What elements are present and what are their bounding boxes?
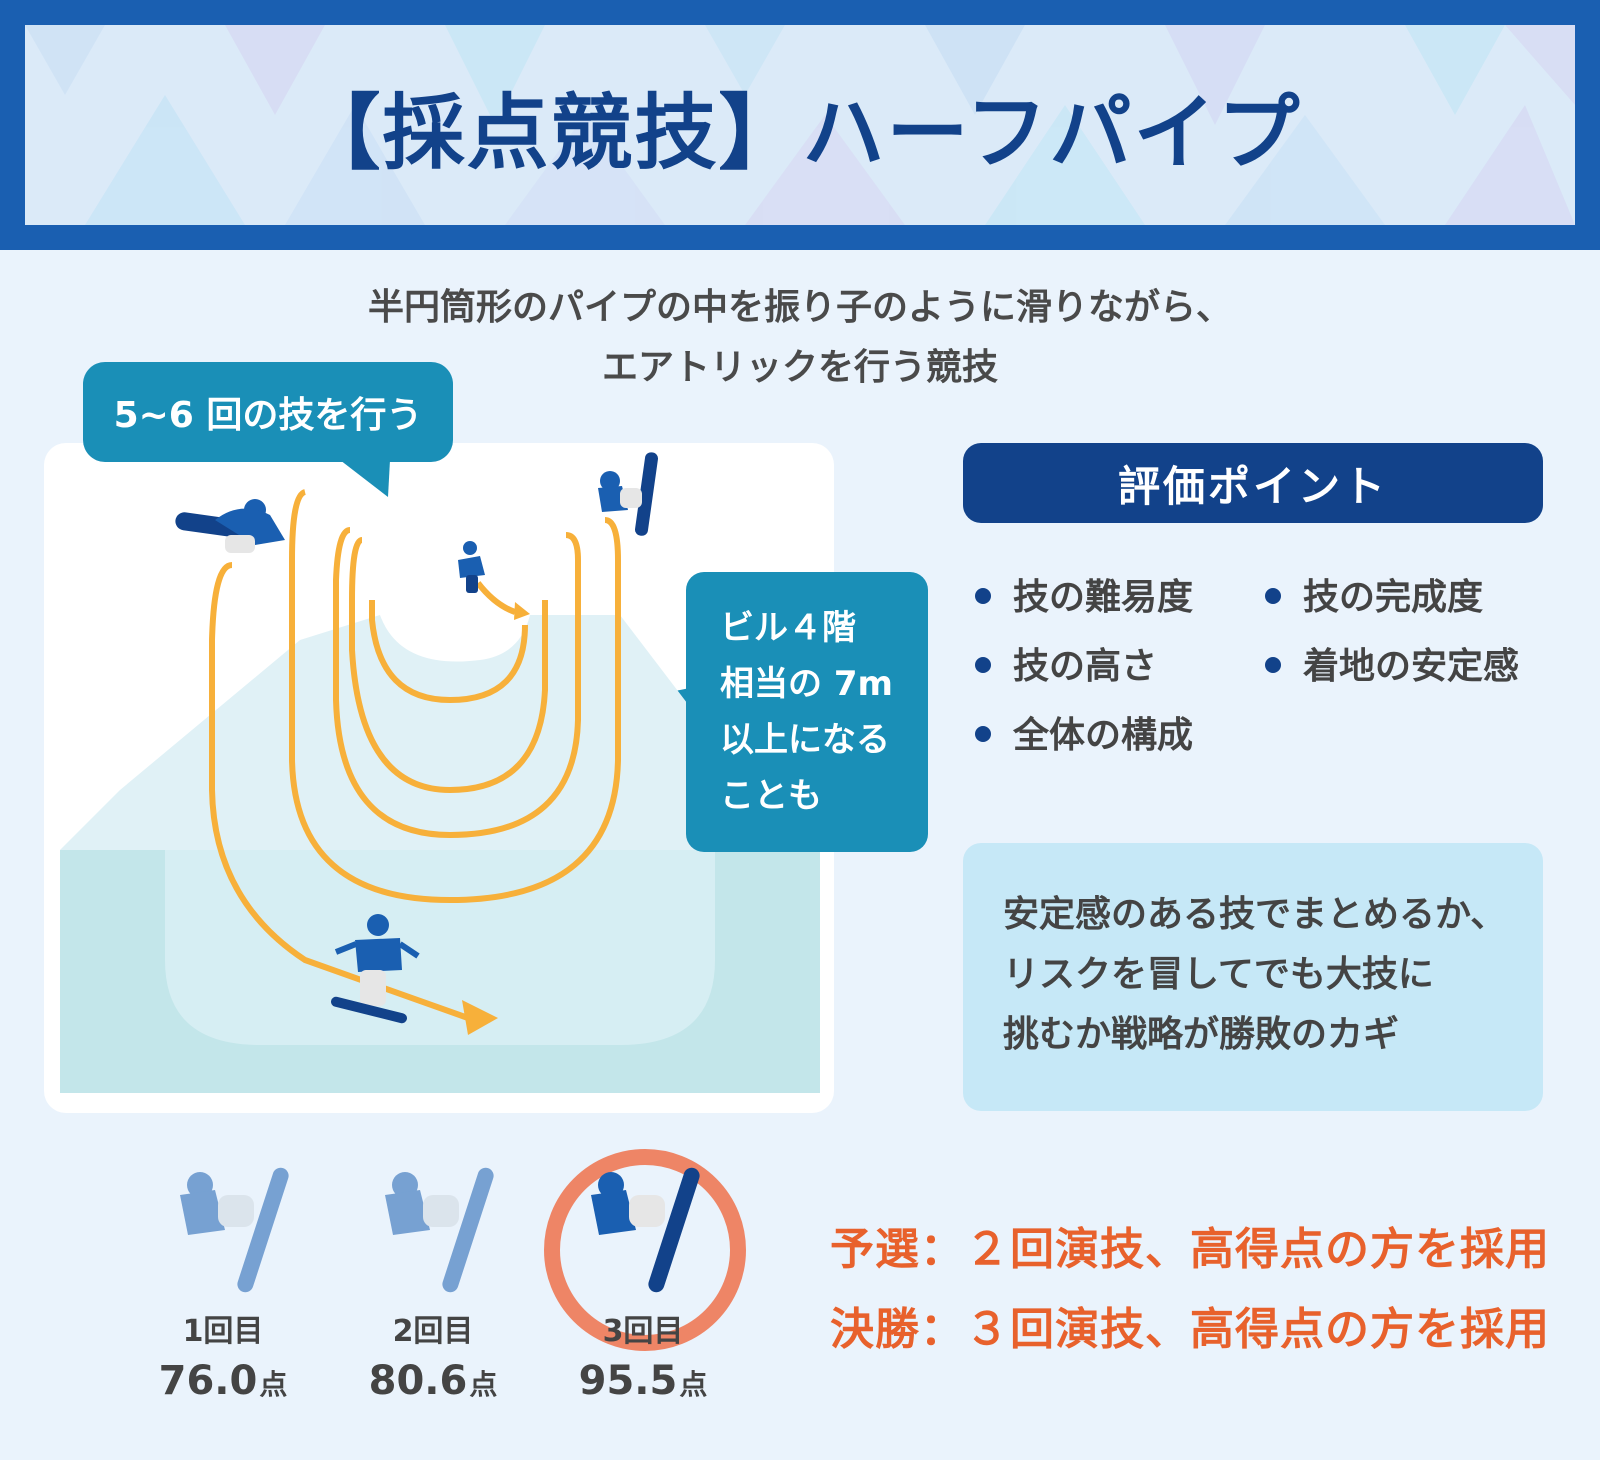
snowboarder-icon-run-1 — [180, 1167, 289, 1293]
arrow-head-small-icon — [514, 602, 530, 620]
run-label: 1回目 — [182, 1314, 264, 1349]
score-value: 76.0点 — [158, 1358, 288, 1404]
page-title: 【採点競技】ハーフパイプ — [298, 85, 1302, 181]
strategy-box: 安定感のある技でまとめるか、 リスクを冒してでも大技に 挑むか戦略が勝敗のカギ — [963, 843, 1543, 1111]
score-value: 80.6点 — [368, 1358, 498, 1404]
height-line-1: ビル４階 — [720, 608, 856, 648]
path-5 — [369, 600, 528, 704]
height-line-3: 以上になる — [720, 720, 890, 760]
evaluation-item: 技の完成度 — [1265, 568, 1483, 620]
halfpipe-far-end — [380, 615, 530, 662]
snowboarder-icon-4 — [331, 914, 420, 1024]
trick-paths — [209, 489, 621, 1021]
intro-line-2: エアトリックを行う競技 — [601, 347, 998, 388]
strategy-line-2: リスクを冒してでも大技に — [1003, 954, 1434, 995]
bullet-icon — [1265, 588, 1281, 604]
triangle-pattern — [25, 25, 1575, 225]
rule-final: 決勝：３回演技、高得点の方を採用 — [830, 1304, 1550, 1355]
snowboarder-icon-3 — [598, 452, 659, 536]
evaluation-item: 着地の安定感 — [1265, 637, 1519, 689]
bullet-icon — [1265, 657, 1281, 673]
evaluation-item: 技の難易度 — [975, 568, 1193, 620]
callout-tail-tricks — [340, 460, 390, 497]
evaluation-item: 技の高さ — [975, 637, 1157, 689]
path-6 — [475, 581, 517, 615]
strategy-line-3: 挑むか戦略が勝敗のカギ — [1003, 1014, 1400, 1055]
evaluation-item: 全体の構成 — [975, 706, 1193, 758]
intro-text: 半円筒形のパイプの中を振り子のように滑りながら、 エアトリックを行う競技 — [0, 278, 1600, 398]
height-callout: ビル４階 相当の 7m 以上になる ことも — [686, 572, 928, 852]
highlight-circle-icon — [544, 1149, 746, 1351]
snowboarder-icon-2 — [458, 541, 485, 593]
header-pattern: 【採点競技】ハーフパイプ — [25, 25, 1575, 225]
snowboarder-icon-run-2 — [385, 1167, 494, 1293]
bullet-icon — [975, 657, 991, 673]
height-line-2: 相当の 7m — [720, 664, 893, 704]
path-3 — [333, 527, 581, 839]
score-run-1: 1回目 76.0点 — [123, 1306, 323, 1404]
tricks-callout: 5~6 回の技を行う — [83, 362, 453, 462]
bullet-icon — [975, 588, 991, 604]
evaluation-title: 評価ポイント — [963, 443, 1543, 523]
rule-qualifying: 予選：２回演技、高得点の方を採用 — [830, 1224, 1550, 1275]
score-run-2: 2回目 80.6点 — [333, 1306, 533, 1404]
intro-line-1: 半円筒形のパイプの中を振り子のように滑りながら、 — [367, 287, 1232, 328]
score-value: 95.5点 — [578, 1358, 708, 1404]
path-4 — [349, 537, 548, 794]
height-line-4: ことも — [720, 776, 822, 816]
arrow-head-icon — [462, 1000, 498, 1035]
header-banner: 【採点競技】ハーフパイプ — [0, 0, 1600, 250]
snowboarder-icon-run-3 — [591, 1167, 700, 1293]
path-2 — [289, 489, 621, 904]
halfpipe-channel — [165, 850, 715, 1045]
score-run-3: 3回目 95.5点 — [543, 1306, 743, 1404]
run-label: 2回目 — [392, 1314, 474, 1349]
run-label: 3回目 — [602, 1314, 684, 1349]
path-1 — [209, 562, 470, 1021]
bullet-icon — [975, 726, 991, 742]
strategy-line-1: 安定感のある技でまとめるか、 — [1003, 894, 1507, 935]
snowboarder-icon-1 — [175, 499, 285, 553]
